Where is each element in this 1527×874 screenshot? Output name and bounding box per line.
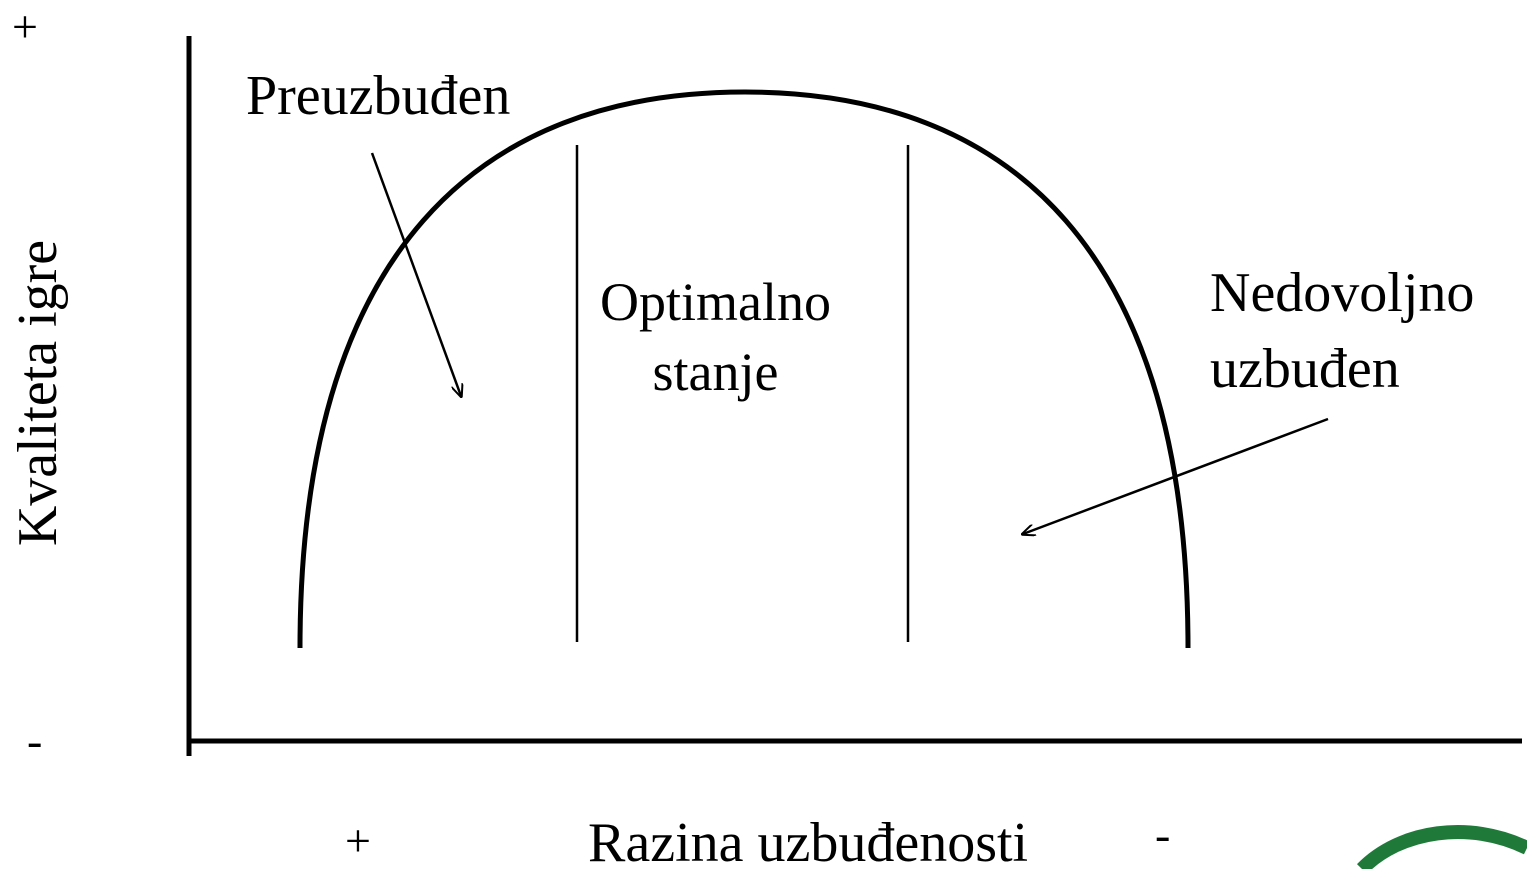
under-aroused-label-line1: Nedovoljno xyxy=(1210,262,1475,324)
y-axis-top-marker: + xyxy=(12,1,38,52)
optimal-state-label-line2: stanje xyxy=(652,342,779,402)
y-axis-bottom-marker: - xyxy=(27,715,43,766)
under-aroused-arrow xyxy=(1023,417,1329,534)
under-aroused-label: Nedovoljno uzbuđen xyxy=(1210,265,1474,397)
over-aroused-label: Preuzbuđen xyxy=(246,65,511,127)
x-axis-left-marker: + xyxy=(345,815,371,866)
y-axis-label: Kvaliteta igre xyxy=(7,239,69,547)
inverted-u-curve xyxy=(297,89,1191,649)
x-axis-label: Razina uzbuđenosti xyxy=(588,812,1029,874)
optimal-state-label: Optimalno stanje xyxy=(600,275,831,399)
under-aroused-label-line2: uzbuđen xyxy=(1210,338,1400,400)
optimal-state-label-line1: Optimalno xyxy=(600,272,831,332)
x-axis-right-marker: - xyxy=(1155,809,1171,860)
over-aroused-arrow xyxy=(370,152,461,396)
green-arc-logo-icon xyxy=(1356,825,1527,869)
